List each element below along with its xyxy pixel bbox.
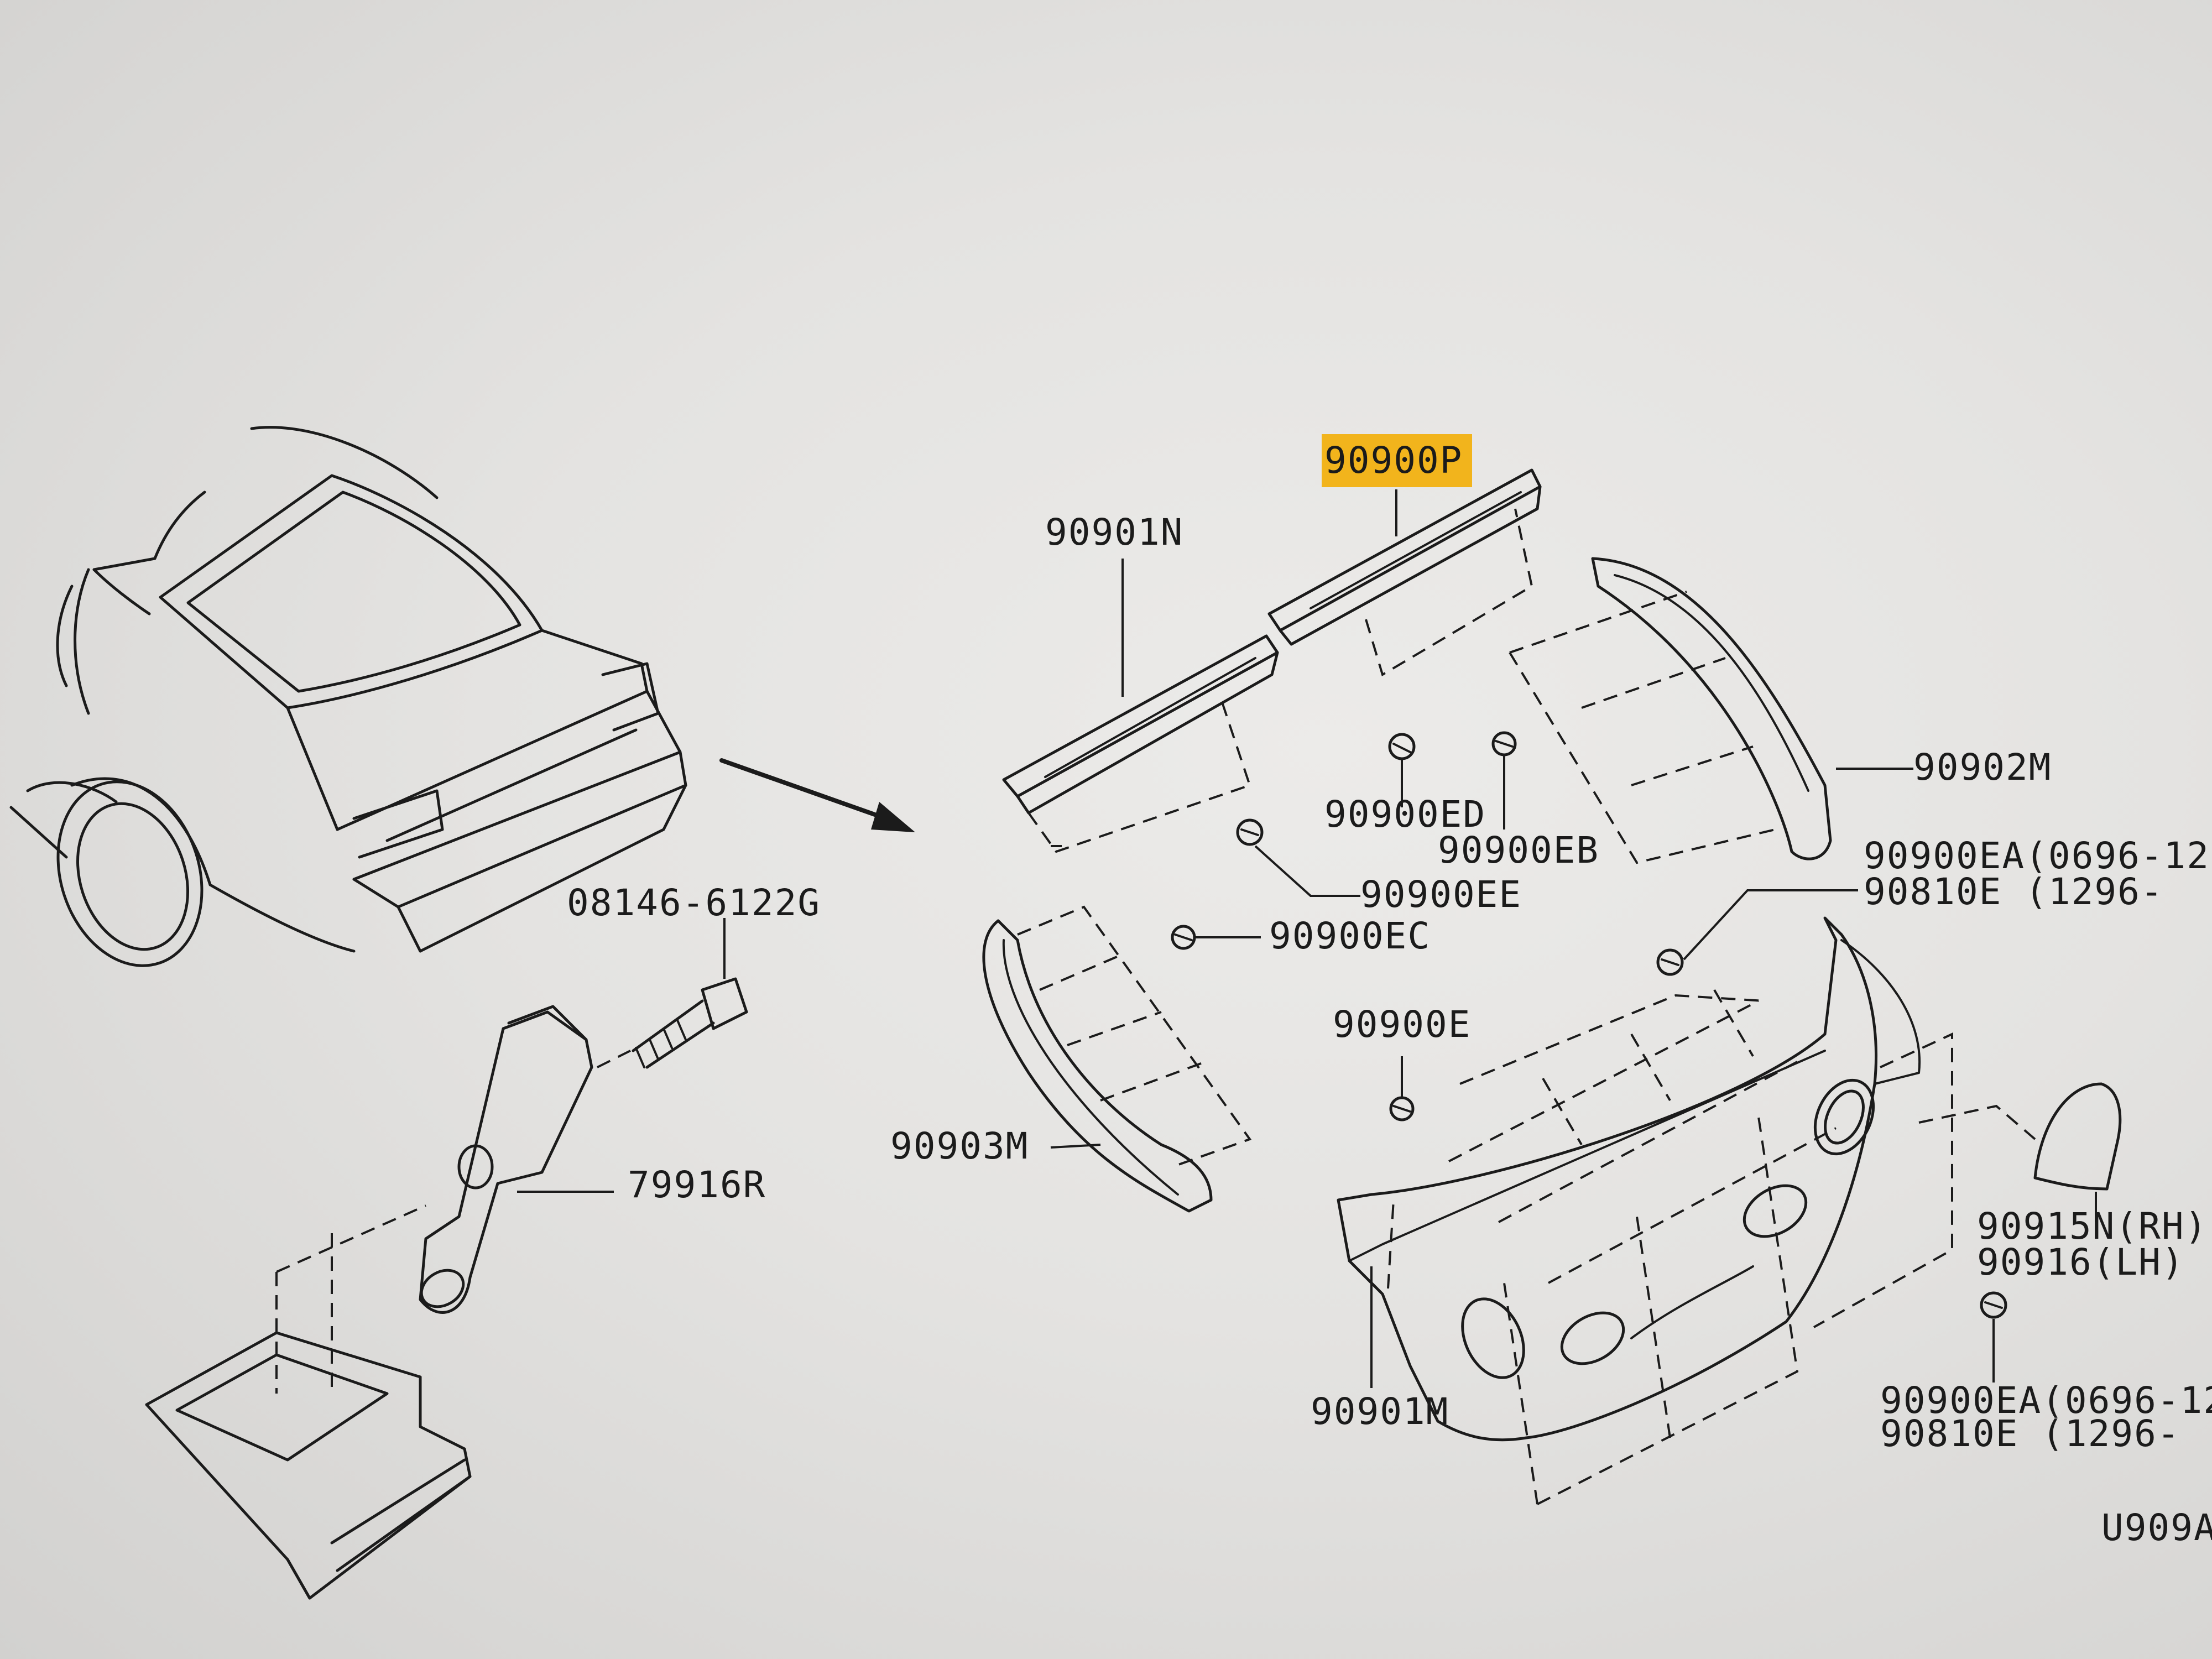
- label-90901M: 90901M: [1311, 1390, 1449, 1433]
- clips: [1171, 731, 2007, 1319]
- label-90915N: 90915N(RH): [1977, 1205, 2208, 1248]
- direction-arrow: [719, 758, 915, 832]
- label-90900EB: 90900EB: [1438, 829, 1599, 872]
- clip-90900EC: [1171, 925, 1196, 950]
- clip-90900EE: [1236, 818, 1264, 846]
- label-90900EA-top: 90900EA(0696-12: [1864, 834, 2210, 877]
- label-90810E-bottom: 90810E (1296-: [1880, 1412, 2180, 1455]
- vehicle-rear-illustration: [9, 426, 687, 967]
- label-90902M: 90902M: [1913, 746, 2052, 789]
- highlight-90900P: [1322, 434, 1472, 487]
- figure-code: U909A: [2101, 1506, 2212, 1549]
- label-90900EA-bottom: 90900EA(0696-12: [1880, 1379, 2212, 1422]
- clip-90900ED: [1388, 733, 1416, 773]
- sill-plate-90901N: [1002, 634, 1279, 853]
- bracket-assembly: [145, 977, 748, 1600]
- label-90901N: 90901N: [1045, 511, 1183, 554]
- clip-90900E: [1389, 1096, 1415, 1121]
- label-90900ED: 90900ED: [1324, 793, 1486, 836]
- sill-plate-90900P: [1267, 468, 1542, 677]
- label-90900EE: 90900EE: [1360, 873, 1522, 916]
- leader-lines: [517, 489, 2097, 1388]
- clip-90900EB: [1491, 731, 1517, 757]
- label-90900E: 90900E: [1333, 1003, 1471, 1046]
- clip-90900EA-bottom: [1980, 1291, 2007, 1319]
- label-90810E-top: 90810E (1296-: [1864, 870, 2164, 913]
- label-90900EC: 90900EC: [1269, 915, 1431, 957]
- part-labels: 90900P 90901N 90902M 90900ED 90900EB 909…: [567, 439, 2212, 1549]
- label-90916: 90916(LH): [1977, 1241, 2185, 1284]
- side-trim-90903M: [982, 905, 1252, 1213]
- lamp-cover-90915N: [1918, 1082, 2122, 1191]
- label-79916R: 79916R: [628, 1164, 766, 1206]
- trunk-finisher-90901M: [1337, 916, 1953, 1505]
- label-08146-6122G: 08146-6122G: [567, 881, 821, 924]
- label-90903M: 90903M: [890, 1125, 1029, 1167]
- label-90900P: 90900P: [1324, 439, 1463, 482]
- side-trim-90902M: [1509, 557, 1832, 864]
- clip-90900EA-top: [1656, 948, 1684, 976]
